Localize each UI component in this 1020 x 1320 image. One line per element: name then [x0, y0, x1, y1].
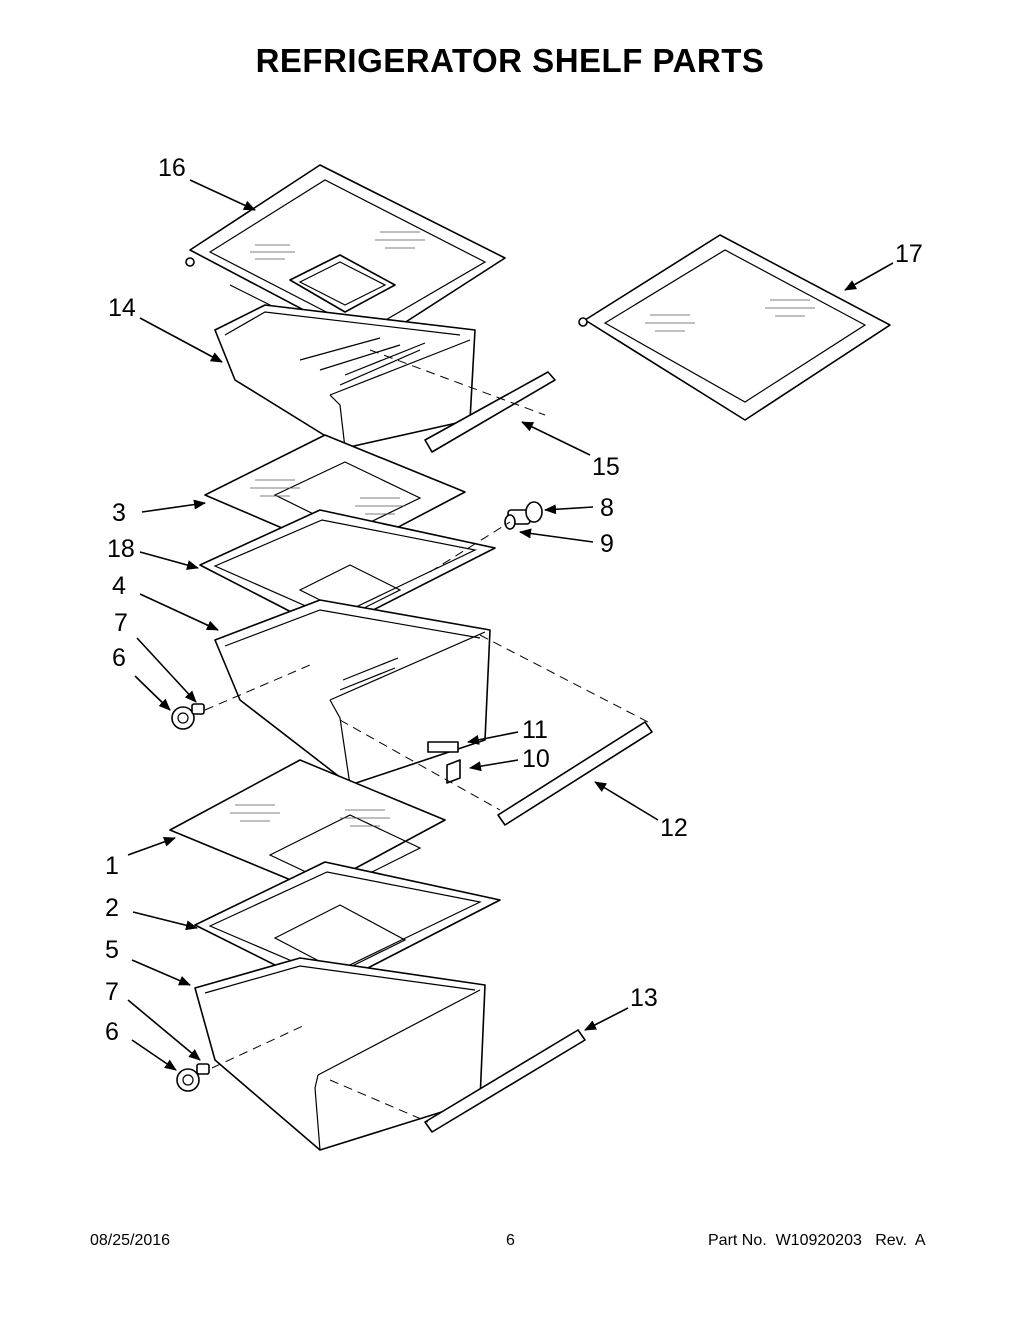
callout-5: 5	[105, 936, 119, 964]
callout-1: 1	[105, 852, 119, 880]
part-12-drawer-trim	[497, 721, 653, 826]
callout-2: 2	[105, 894, 119, 922]
alignment-lines	[204, 349, 649, 1123]
callout-16: 16	[158, 154, 186, 182]
callout-4: 4	[112, 572, 126, 600]
callout-7-bottom: 7	[105, 978, 119, 1006]
callout-14: 14	[108, 294, 136, 322]
part-6-7-wheel-middle	[171, 703, 205, 730]
part-13-drawer-trim	[424, 1029, 586, 1133]
part-10-11-clip	[427, 741, 461, 784]
part-14-top-drawer	[214, 304, 476, 449]
part-15-drawer-trim	[424, 371, 556, 453]
part-4-middle-drawer	[214, 599, 491, 786]
part-6-7-wheel-bottom	[176, 1063, 210, 1092]
callout-8: 8	[600, 494, 614, 522]
callout-17: 17	[895, 240, 923, 268]
page-title: REFRIGERATOR SHELF PARTS	[255, 42, 765, 79]
callout-12: 12	[660, 814, 688, 842]
callout-leaders	[127, 179, 894, 1071]
part-8-9-cam-knob	[504, 501, 543, 530]
callout-15: 15	[592, 453, 620, 481]
part-17-glass-shelf	[578, 234, 891, 421]
footer-page-number: 6	[506, 1232, 515, 1249]
callout-13: 13	[630, 984, 658, 1012]
callout-6-middle: 6	[112, 644, 126, 672]
part-18-frame	[199, 509, 496, 633]
callout-18: 18	[107, 535, 135, 563]
footer-date: 08/25/2016	[90, 1232, 171, 1249]
callout-9: 9	[600, 530, 614, 558]
callout-11: 11	[522, 716, 548, 744]
callout-numbers: 16 17 14 15 3 8 9 18 4 7 6 11 10 12 1 2 …	[105, 154, 923, 1046]
part-16-shelf-frame	[185, 164, 506, 346]
callout-3: 3	[112, 499, 126, 527]
callout-7-middle: 7	[114, 609, 128, 637]
callout-10: 10	[522, 745, 550, 773]
callout-6-bottom: 6	[105, 1018, 119, 1046]
footer-part-number: Part No. W10920203 Rev. A	[708, 1232, 926, 1249]
